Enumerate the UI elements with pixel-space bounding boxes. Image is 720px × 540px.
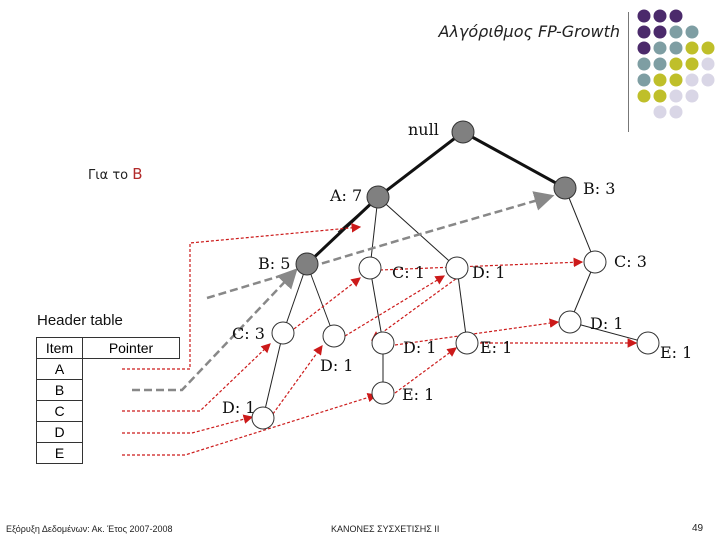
item-cell: E [37, 443, 83, 464]
header-table: Item Pointer A B C D E [36, 337, 180, 464]
node-b3 [554, 177, 576, 199]
node-b5 [296, 253, 318, 275]
edge-b3-c3 [565, 188, 595, 262]
label-e1-center: E: 1 [480, 338, 512, 357]
header-table-caption: Header table [37, 312, 123, 329]
edge-a7-d1 [378, 197, 457, 268]
link-d1-d1top [345, 276, 444, 336]
label-b5: B: 5 [258, 254, 290, 273]
footer-topic: ΚΑΝΟΝΕΣ ΣΥΣΧΕΤΙΣΗΣ ΙΙ [331, 524, 439, 534]
node-e1-right [637, 332, 659, 354]
label-d1-top: D: 1 [472, 263, 505, 282]
label-c3-left: C: 3 [232, 324, 265, 343]
label-e1-bottom: E: 1 [402, 385, 434, 404]
label-d1-mid: D: 1 [320, 356, 353, 375]
node-c3-left [272, 322, 294, 344]
table-row: D [37, 422, 180, 443]
table-row: C [37, 401, 180, 422]
label-c3-right: C: 3 [614, 252, 647, 271]
link-b5-b3 [207, 196, 552, 298]
node-c1 [359, 257, 381, 279]
table-row: B [37, 380, 180, 401]
node-d1-center [372, 332, 394, 354]
table-row: A [37, 359, 180, 380]
label-e1-right: E: 1 [660, 343, 692, 362]
node-null [452, 121, 474, 143]
table-row: E [37, 443, 180, 464]
label-b3: B: 3 [583, 179, 615, 198]
edge-b5-d1 [307, 264, 334, 336]
label-a7: A: 7 [330, 186, 362, 205]
node-d1-mid [323, 325, 345, 347]
link-c3-c1 [290, 278, 360, 332]
header-col-pointer: Pointer [83, 338, 180, 359]
label-d1-right: D: 1 [590, 314, 623, 333]
node-e1-center [456, 332, 478, 354]
item-cell: D [37, 422, 83, 443]
label-c1-top: C: 1 [392, 263, 425, 282]
label-d1-left: D: 1 [222, 398, 255, 417]
node-a7 [367, 186, 389, 208]
header-col-item: Item [37, 338, 83, 359]
page-number: 49 [692, 523, 703, 534]
pointer-cell [83, 401, 180, 422]
footer-course: Εξόρυξη Δεδομένων: Ακ. Έτος 2007-2008 [6, 524, 173, 534]
node-d1-right [559, 311, 581, 333]
pointer-cell [83, 380, 180, 401]
node-c3-right [584, 251, 606, 273]
item-cell: B [37, 380, 83, 401]
pointer-cell [83, 359, 180, 380]
edge-null-b3 [463, 132, 565, 188]
pointer-cell [83, 443, 180, 464]
node-e1-bottom [372, 382, 394, 404]
edge-c3-d1 [263, 333, 283, 418]
item-cell: A [37, 359, 83, 380]
pointer-cell [83, 422, 180, 443]
label-null: null [408, 120, 439, 139]
edge-null-a7 [378, 132, 463, 197]
node-d1-top [446, 257, 468, 279]
item-cell: C [37, 401, 83, 422]
label-d1-center: D: 1 [403, 338, 436, 357]
